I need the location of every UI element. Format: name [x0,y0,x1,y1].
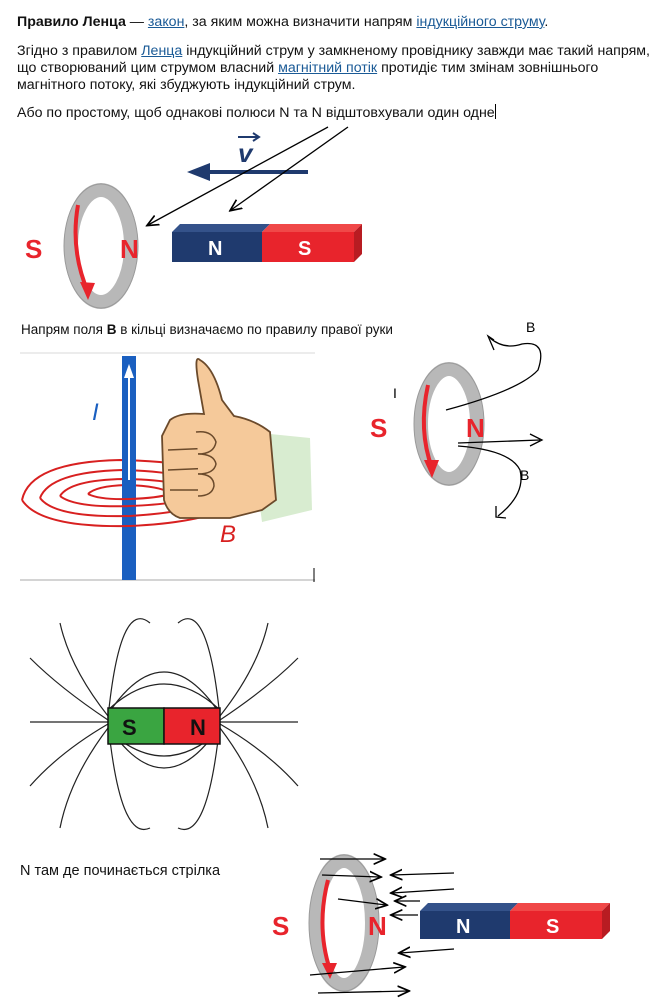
hand-drawn-field-arrows [309,859,455,993]
simple-explanation: Або по простому, щоб однакові полюси N т… [17,104,496,122]
link-magnetic-flux[interactable]: магнітний потік [278,60,378,76]
caption-bold-b: B [106,322,117,337]
magnet2-top-s [510,903,610,911]
ring2-s-label: S [370,413,387,443]
figure-ring-incoming-field: S N N S [272,845,610,1000]
magnet-side [354,224,362,262]
ring-s-label: S [25,234,42,264]
magnet2-s-label: S [546,916,559,938]
ring2-shape [414,362,484,486]
magnet2-top-n [420,903,518,911]
current-direction-arrowhead [124,364,134,378]
bar-magnet-s-pole [107,707,165,745]
link-lenz[interactable]: Ленца [141,43,183,59]
magnet-n-label: N [208,238,222,260]
link-induced-current[interactable]: індукційного струму [416,14,545,30]
intro-end: . [544,14,549,30]
ring-current-arrowhead [80,282,95,300]
ring3-shape [309,854,379,992]
figure-right-hand-rule: I B [20,352,315,582]
simple-explanation-text: Або по простому, щоб однакові полюси N т… [17,105,495,121]
ring3-n-label: N [368,911,387,941]
ring2-outline [413,362,485,486]
link-law[interactable]: закон [147,14,185,30]
para2-text-2: індукційний струм у замкненому провідник… [17,43,650,76]
intro-paragraph: Правило Ленца — закон, за яким можна виз… [17,14,548,31]
pointer-line-to-magnet-n [231,126,349,210]
magnet2-side [602,903,610,939]
ring-outline [63,183,139,309]
figure-bar-magnet-field: S N [29,618,299,830]
bar-magnet-n-pole [163,707,221,745]
current-label: I [92,399,99,426]
field-label: B [220,521,236,548]
magnet2-n-label: N [456,916,470,938]
magnet-field-lines [29,618,299,830]
magnet2-n-pole [420,911,510,939]
ring3-current-arrowhead [322,963,337,979]
intro-mid: , за яким можна визначити напрям [184,14,417,30]
velocity-vector-tip [252,132,261,142]
magnet-n-pole [172,232,262,262]
magnet2-s-pole [510,911,602,939]
ring-n-label: N [120,234,139,264]
ring-shape [64,183,138,309]
bar-magnet-s-label: S [122,715,137,740]
magnet-s-label: S [298,238,311,260]
caption-text-2: в кільці визначаємо по правилу правої ру… [116,322,393,337]
magnet-s-pole [262,232,354,262]
ring2-current-label: I [393,385,397,401]
lenz-definition-paragraph: Згідно з правилом Ленца індукційний стру… [17,43,653,94]
velocity-arrowhead [187,163,210,181]
ring3-current-arrow [320,879,332,971]
hand-drawn-field-lines [445,334,544,519]
para2-text-3: протидіє тим змінам зовнішнього магнітно… [17,60,599,93]
pointer-line-to-ring-n [148,126,329,225]
para2-text-1: Згідно з правилом [17,43,142,59]
field-b-label-top: B [526,319,535,335]
ring3-outline [308,854,380,992]
intro-title: Правило Ленца [17,14,126,30]
thumbs-up-hand [161,358,312,522]
text-cursor [494,104,496,119]
intro-dash: — [125,14,148,30]
magnet-top-n [172,224,270,232]
magnet-top-s [262,224,362,232]
arrow-start-note: N там де починається стрілка [20,863,221,879]
caption-text-1: Напрям поля [21,322,107,337]
figure-ring-and-magnet: S N N S v [25,126,362,309]
field-b-label-bottom: B [520,467,529,483]
bar-magnet-n-label: N [190,715,206,740]
ring2-current-arrowhead [424,460,439,478]
ring2-n-label: N [466,413,485,443]
ring3-s-label: S [272,911,289,941]
figure-ring-field-direction: S N I B B [370,319,544,519]
velocity-label: v [238,138,254,168]
right-hand-caption: Напрям поля B в кільці визначаємо по пра… [21,322,393,337]
